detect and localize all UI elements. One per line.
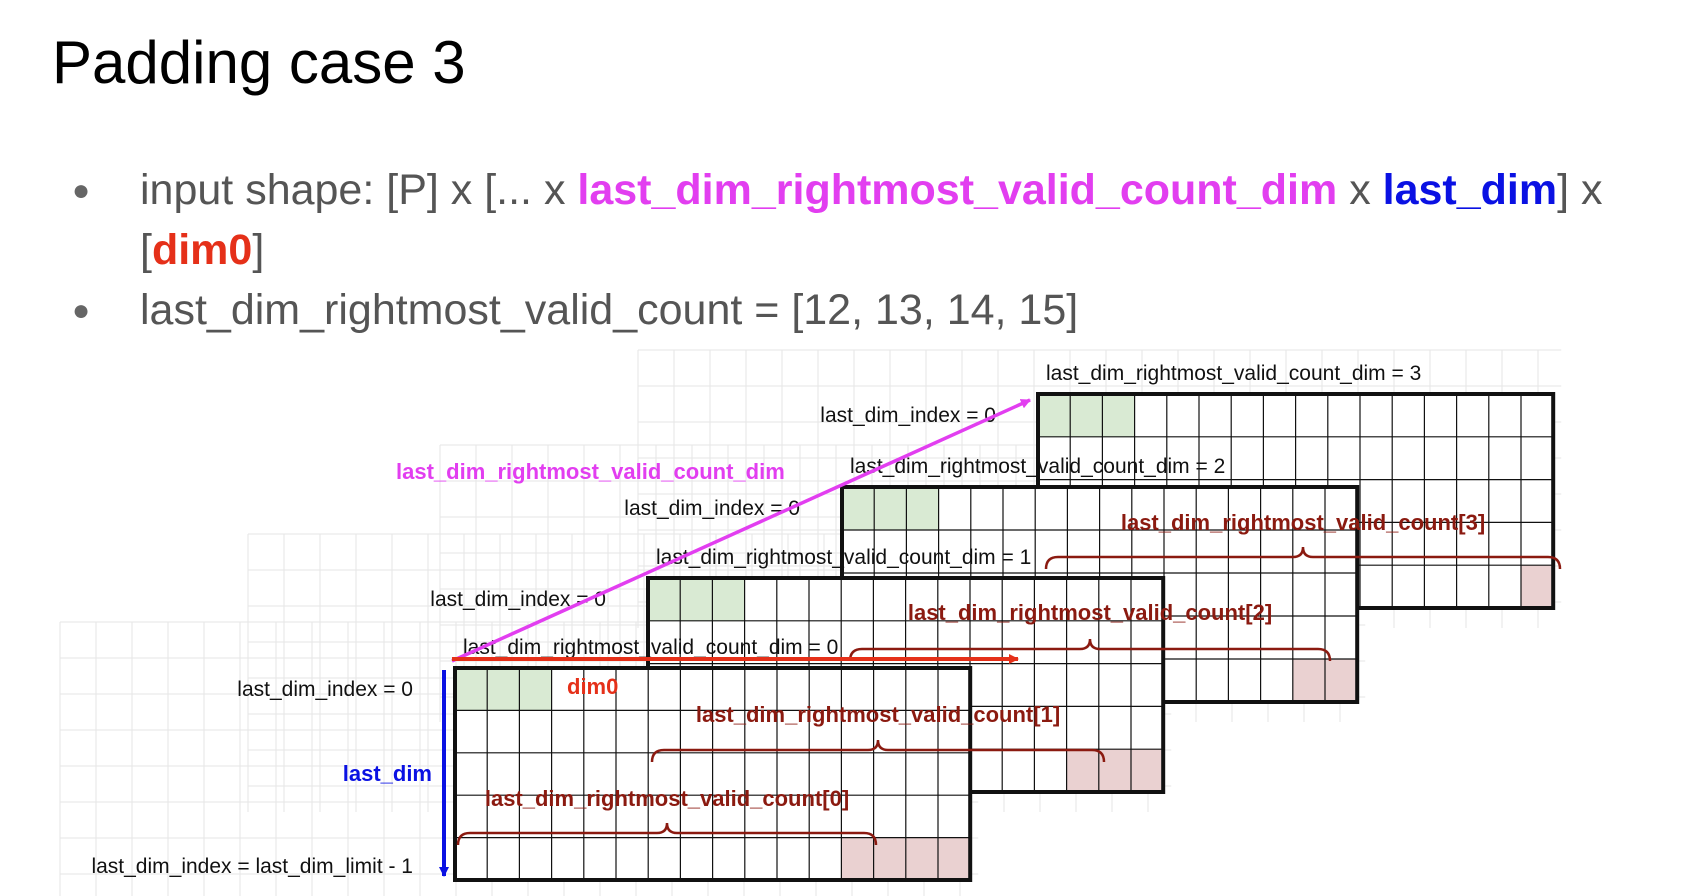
- grid-index-label: last_dim_index = 0: [430, 588, 606, 611]
- brace-3: last_dim_rightmost_valid_count[3]: [1044, 510, 1562, 570]
- annotations-layer: last_dim_index = last_dim_limit - 1 last_…: [91, 398, 1562, 878]
- grid-cell-start: [487, 668, 520, 711]
- shape-valid-count-dim: last_dim_rightmost_valid_count_dim: [577, 166, 1338, 214]
- brace-path: [1044, 546, 1562, 570]
- grid-cell-start: [1038, 394, 1071, 437]
- grid-cell-start: [874, 487, 907, 530]
- grid-cell-pad: [938, 837, 971, 880]
- grid-cell-start: [842, 487, 875, 530]
- brace-label: last_dim_rightmost_valid_count[2]: [908, 600, 1272, 625]
- brace-path: [848, 638, 1332, 662]
- grid-cell-start: [712, 578, 745, 621]
- valid-count-dim-arrow: [451, 398, 1031, 663]
- brace-label: last_dim_rightmost_valid_count[1]: [696, 702, 1060, 727]
- grid-cell-start: [519, 668, 552, 711]
- brace-label: last_dim_rightmost_valid_count[0]: [485, 786, 849, 811]
- shape-last-dim: last_dim: [1382, 166, 1558, 214]
- bullet-dot: ●: [72, 294, 91, 327]
- shape-prefix: input shape: [P] x [... x: [140, 166, 578, 214]
- bottom-index-label: last_dim_index = last_dim_limit - 1: [91, 855, 413, 878]
- grid-dim-label: last_dim_rightmost_valid_count_dim = 0: [463, 636, 838, 659]
- brace-path: [650, 739, 1106, 763]
- grid-index-label: last_dim_index = 0: [237, 678, 413, 701]
- last-dim-arrow-label: last_dim: [343, 761, 432, 786]
- grid-cell-pad: [1521, 565, 1554, 608]
- bullet-text-valid-count: last_dim_rightmost_valid_count = [12, 13…: [140, 286, 1079, 334]
- brace-label: last_dim_rightmost_valid_count[3]: [1121, 510, 1485, 535]
- shape-open: [: [140, 226, 152, 274]
- grid-cell-pad: [1325, 659, 1358, 702]
- grid-border: [453, 666, 973, 882]
- brace-1: last_dim_rightmost_valid_count[1]: [650, 702, 1106, 763]
- valid-count-dim-arrow-label: last_dim_rightmost_valid_count_dim: [396, 459, 785, 484]
- grid-dim-label: last_dim_rightmost_valid_count_dim = 2: [850, 455, 1225, 478]
- shape-mid: x: [1337, 166, 1383, 214]
- grid-cell-pad: [841, 837, 874, 880]
- shape-close: ]: [252, 226, 265, 274]
- brace-path: [456, 822, 878, 846]
- dim0-arrow-label: dim0: [567, 674, 618, 699]
- bullet-dot: ●: [72, 174, 91, 207]
- grid-cell-pad: [905, 837, 938, 880]
- grid-cell-pad: [1292, 659, 1325, 702]
- brace-2: last_dim_rightmost_valid_count[2]: [848, 600, 1332, 662]
- slide-title: Padding case 3: [52, 29, 466, 96]
- grid-cell-pad: [1066, 749, 1099, 792]
- shape-suffix: ] x: [1557, 166, 1603, 214]
- grid-cell-start: [1070, 394, 1103, 437]
- grids-layer: last_dim_rightmost_valid_count_dim = 3 la…: [237, 362, 1556, 882]
- grid-0: last_dim_rightmost_valid_count_dim = 0 la…: [237, 636, 973, 882]
- grid-index-label: last_dim_index = 0: [624, 497, 800, 520]
- grid-cell-pad: [1131, 749, 1164, 792]
- grid-cell-start: [680, 578, 713, 621]
- bullet-text-line1: input shape: [P] x [... x last_dim_right…: [140, 166, 1603, 215]
- grid-dim-label: last_dim_rightmost_valid_count_dim = 3: [1046, 362, 1421, 385]
- grid-dim-label: last_dim_rightmost_valid_count_dim = 1: [656, 546, 1031, 569]
- grid-cell-start: [906, 487, 939, 530]
- bullet-text-line2: [dim0]: [140, 226, 264, 275]
- shape-dim0: dim0: [151, 226, 253, 274]
- brace-0: last_dim_rightmost_valid_count[0]: [456, 786, 878, 846]
- grid-index-label: last_dim_index = 0: [820, 404, 996, 427]
- grid-cell-start: [1102, 394, 1135, 437]
- grid-cell-start: [648, 578, 681, 621]
- grid-cell-pad: [873, 837, 906, 880]
- grid-cell-start: [455, 668, 488, 711]
